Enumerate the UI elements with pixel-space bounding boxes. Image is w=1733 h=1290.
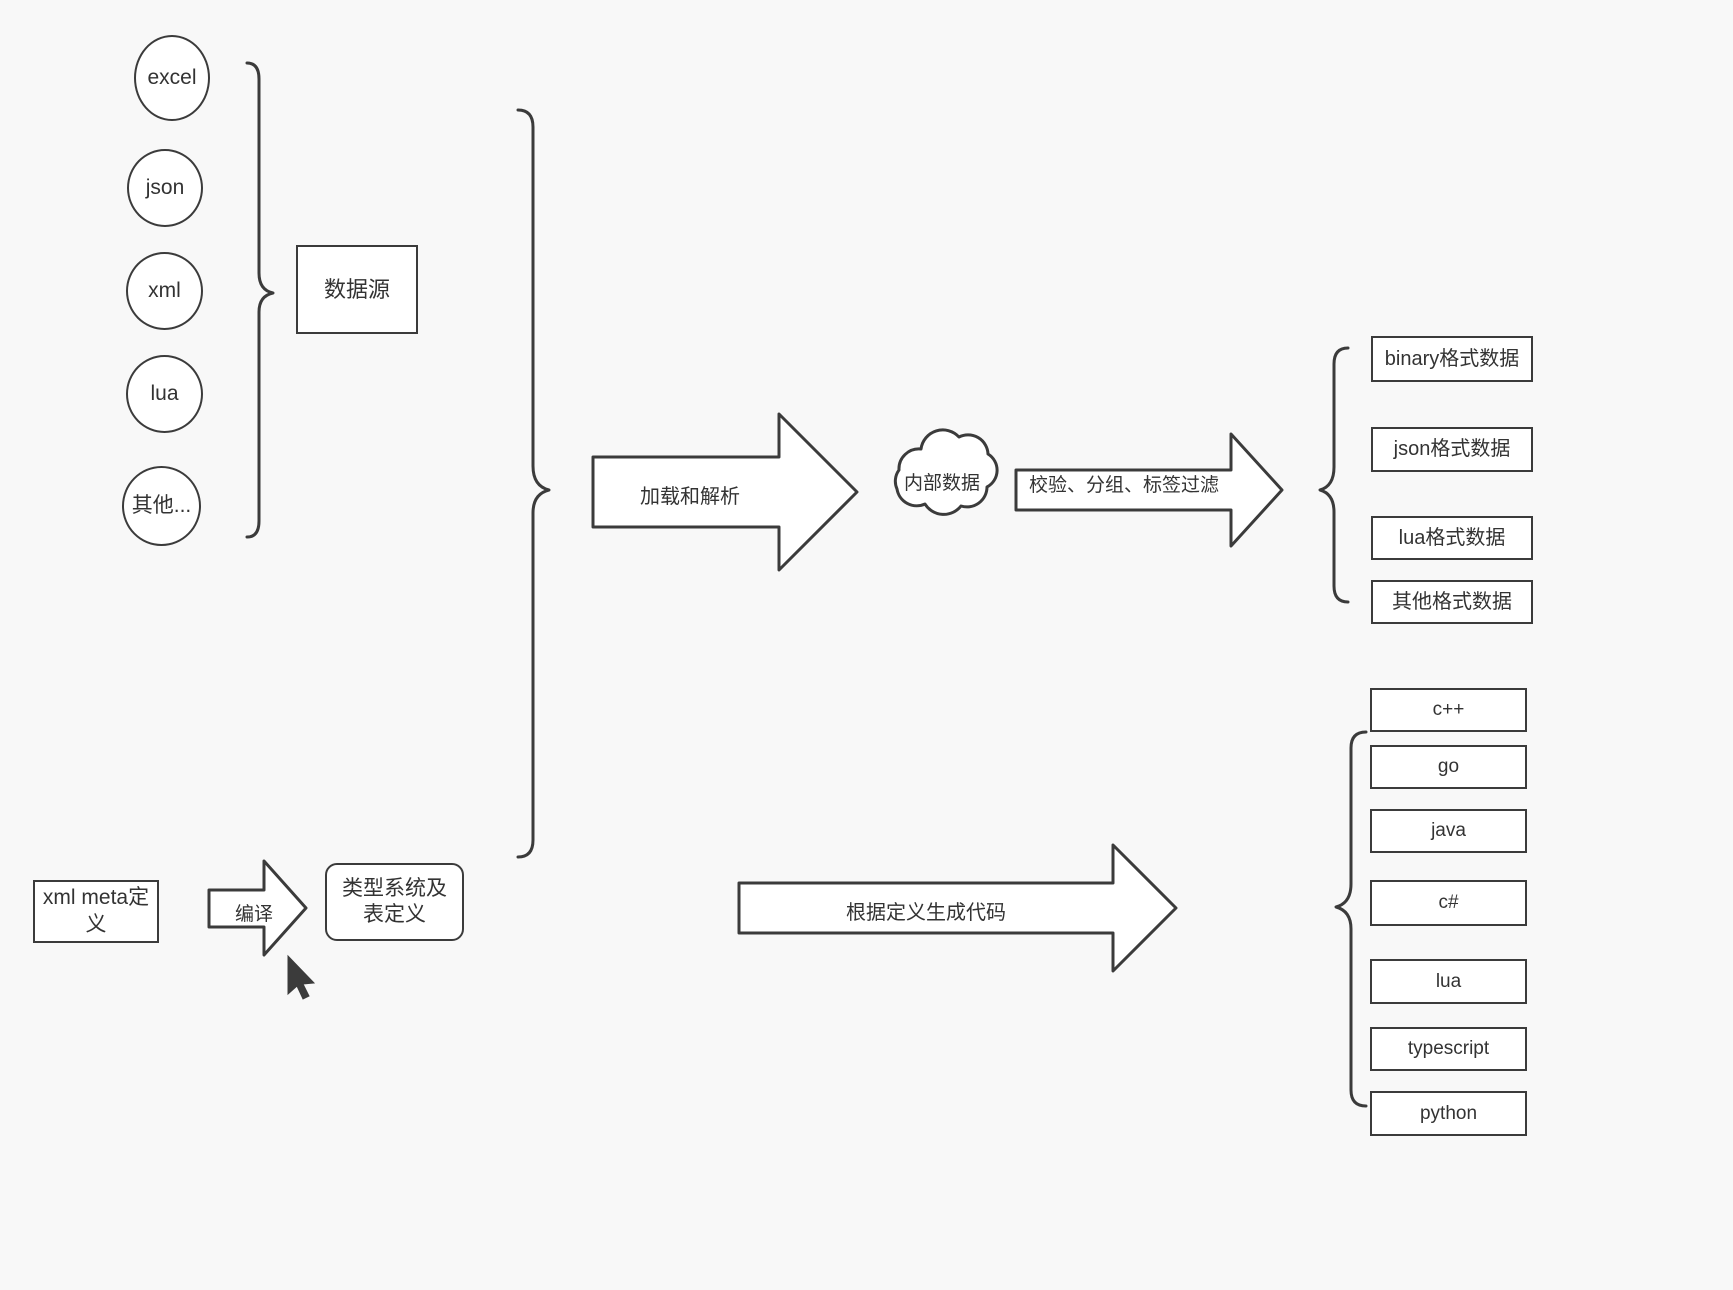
mouse-cursor xyxy=(287,954,316,1000)
language-box-label: c# xyxy=(1438,892,1459,914)
format-box-json[interactable]: json格式数据 xyxy=(1371,427,1533,472)
source-node-other[interactable]: 其他... xyxy=(122,466,201,546)
source-node-excel[interactable]: excel xyxy=(134,35,210,121)
language-box-typescript[interactable]: typescript xyxy=(1370,1027,1527,1071)
source-node-lua[interactable]: lua xyxy=(126,355,203,433)
language-box-label: python xyxy=(1419,1102,1478,1124)
source-node-label: 其他... xyxy=(131,493,192,517)
compile-label: 编译 xyxy=(214,899,294,926)
internal-data-label: 内部数据 xyxy=(892,468,992,495)
source-node-label: lua xyxy=(150,381,179,405)
format-box-label: json格式数据 xyxy=(1393,438,1511,460)
load-parse-label: 加载和解析 xyxy=(600,480,780,509)
data-source-group-box[interactable]: 数据源 xyxy=(296,245,418,334)
language-box-python[interactable]: python xyxy=(1370,1091,1527,1136)
internal-data-text: 内部数据 xyxy=(903,473,980,494)
load-parse-text: 加载和解析 xyxy=(640,486,740,508)
xml-meta-label: xml meta定义 xyxy=(42,886,150,936)
source-node-label: json xyxy=(145,175,185,199)
source-node-label: excel xyxy=(147,65,197,89)
sources-brace xyxy=(245,61,275,539)
format-box-lua[interactable]: lua格式数据 xyxy=(1371,516,1533,560)
language-box-java[interactable]: java xyxy=(1370,809,1527,853)
language-box-label: c++ xyxy=(1432,699,1465,721)
codegen-label: 根据定义生成代码 xyxy=(745,896,1107,925)
language-box-go[interactable]: go xyxy=(1370,745,1527,789)
filter-text: 校验、分组、标签过滤 xyxy=(1028,475,1219,496)
format-box-binary[interactable]: binary格式数据 xyxy=(1371,336,1533,382)
language-box-label: typescript xyxy=(1407,1038,1490,1060)
language-box-label: go xyxy=(1437,756,1460,778)
pipeline-input-brace xyxy=(516,108,551,859)
language-box-csharp[interactable]: c# xyxy=(1370,880,1527,926)
formats-brace xyxy=(1318,346,1350,604)
language-box-label: java xyxy=(1431,820,1466,842)
source-node-label: xml xyxy=(148,278,181,302)
format-box-other[interactable]: 其他格式数据 xyxy=(1371,580,1533,624)
codegen-text: 根据定义生成代码 xyxy=(846,902,1006,924)
format-box-label: binary格式数据 xyxy=(1384,347,1520,370)
languages-brace xyxy=(1334,730,1368,1108)
type-system-label: 类型系统及表定义 xyxy=(342,876,447,926)
source-node-json[interactable]: json xyxy=(127,149,203,227)
filter-label: 校验、分组、标签过滤 xyxy=(1024,470,1224,497)
xml-meta-box[interactable]: xml meta定义 xyxy=(33,880,159,943)
language-box-lua[interactable]: lua xyxy=(1370,959,1527,1004)
format-box-label: 其他格式数据 xyxy=(1392,590,1512,613)
language-box-cpp[interactable]: c++ xyxy=(1370,688,1527,732)
data-source-group-label: 数据源 xyxy=(323,276,390,302)
compile-text: 编译 xyxy=(234,904,273,925)
source-node-xml[interactable]: xml xyxy=(126,252,203,330)
format-box-label: lua格式数据 xyxy=(1398,526,1506,549)
language-box-label: lua xyxy=(1435,970,1462,992)
type-system-box[interactable]: 类型系统及表定义 xyxy=(325,863,464,941)
